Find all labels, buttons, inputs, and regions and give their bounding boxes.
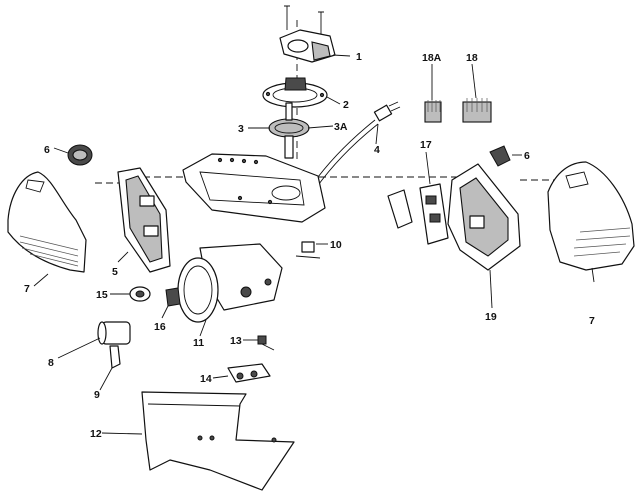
callout-2: 2 <box>343 99 349 111</box>
callout-3a: 3A <box>334 121 348 133</box>
part-9-capacitor-clip <box>109 345 121 369</box>
callout-7-right: 7 <box>589 315 595 327</box>
part-7-left-lens-cover <box>7 171 87 273</box>
part-17-logic-board <box>387 183 449 245</box>
part-6-right-knob <box>489 145 511 167</box>
callout-14: 14 <box>200 373 212 385</box>
callout-5: 5 <box>112 266 118 278</box>
callout-9: 9 <box>94 389 100 401</box>
part-7-right-lens-cover <box>547 161 635 271</box>
part-12-bottom-cover <box>141 391 295 491</box>
part-18a-terminal-block <box>424 100 442 123</box>
part-8-capacitor <box>97 321 131 345</box>
part-1-top-bracket <box>279 5 336 63</box>
callout-11: 11 <box>193 337 204 349</box>
part-11-motor-assembly <box>177 243 283 323</box>
leader-lines <box>33 54 595 435</box>
part-6-left-knob <box>67 144 93 166</box>
callout-labels: 1 2 3 3A 4 5 6 6 7 7 8 9 10 11 12 13 14 … <box>24 51 595 440</box>
part-16-bracket <box>165 287 181 307</box>
callout-13: 13 <box>230 335 242 347</box>
chassis-plate <box>182 153 326 223</box>
part-4-power-cord <box>311 101 401 189</box>
screw-icon <box>284 5 290 30</box>
callout-3: 3 <box>238 123 244 135</box>
part-18-terminal-block <box>462 98 492 123</box>
callout-15: 15 <box>96 289 108 301</box>
part-15-cap <box>129 286 151 302</box>
callout-18a: 18A <box>422 52 442 64</box>
callout-7-left: 7 <box>24 283 30 295</box>
part-10-switch <box>295 241 321 259</box>
part-3-gear <box>268 102 310 159</box>
callout-19: 19 <box>485 311 497 323</box>
callout-1: 1 <box>356 51 362 63</box>
callout-6-right: 6 <box>524 150 530 162</box>
callout-10: 10 <box>330 239 342 251</box>
callout-18: 18 <box>466 52 478 64</box>
callout-12: 12 <box>90 428 102 440</box>
callout-6-left: 6 <box>44 144 50 156</box>
part-14-limit-switch-assembly <box>227 363 271 383</box>
part-19-right-end-panel <box>447 163 521 271</box>
part-5-left-end-panel <box>117 167 171 273</box>
callout-8: 8 <box>48 357 54 369</box>
part-2-bearing-plate <box>262 77 328 108</box>
callout-17: 17 <box>420 139 432 151</box>
screw-icon <box>318 11 324 34</box>
callout-4: 4 <box>374 144 380 156</box>
callout-16: 16 <box>154 321 166 333</box>
part-13-clip <box>257 335 275 351</box>
